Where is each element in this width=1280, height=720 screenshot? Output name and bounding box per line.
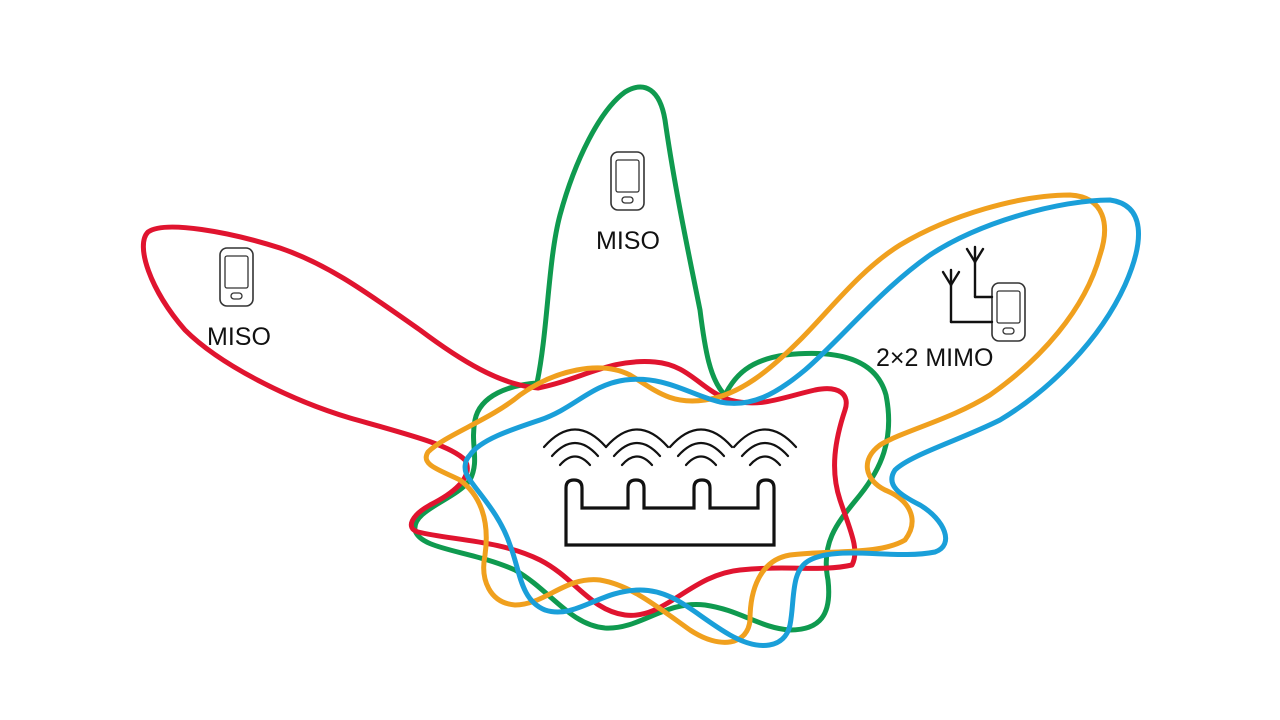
top-smartphone-icon — [610, 151, 645, 211]
right-device-label: 2×2 MIMO — [876, 344, 993, 372]
router-icon — [542, 428, 798, 547]
antenna-icon — [941, 245, 994, 324]
router-body — [564, 478, 776, 547]
left-device-label: MISO — [207, 323, 271, 351]
red-beam-lobe — [140, 224, 858, 618]
blue-beam-lobe — [462, 197, 1141, 648]
left-smartphone-icon — [219, 247, 254, 307]
wifi-signal-icon — [542, 428, 798, 467]
right-smartphone-icon — [991, 282, 1026, 342]
top-device-label: MISO — [596, 227, 660, 255]
